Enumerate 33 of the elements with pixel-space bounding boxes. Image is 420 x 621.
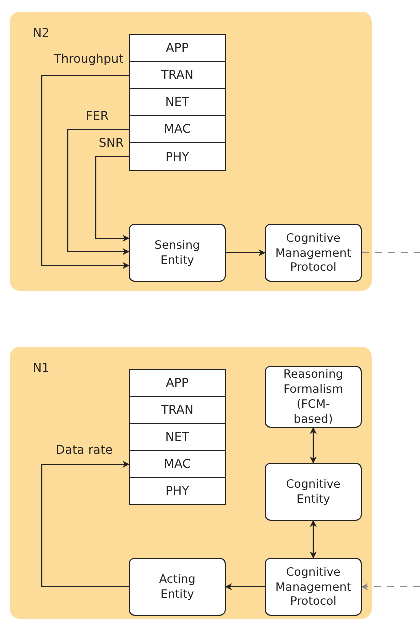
process-box: Cognitive Entity xyxy=(265,463,362,521)
process-box: Cognitive Management Protocol xyxy=(265,558,362,616)
protocol-layer: MAC xyxy=(129,450,226,478)
protocol-layer: NET xyxy=(129,88,226,116)
arrow xyxy=(361,584,420,590)
arrow xyxy=(310,427,317,464)
protocol-layer: TRAN xyxy=(129,396,226,424)
arrow xyxy=(41,74,130,270)
protocol-layer: APP xyxy=(129,34,226,62)
protocol-layer: TRAN xyxy=(129,61,226,89)
arrow xyxy=(95,156,130,242)
process-box: Cognitive Management Protocol xyxy=(265,224,362,282)
edge-label: Data rate xyxy=(54,443,115,457)
edge-label: Throughput xyxy=(52,52,126,66)
panel-title: N2 xyxy=(33,26,50,40)
process-box: Acting Entity xyxy=(129,558,226,616)
arrow xyxy=(225,584,265,590)
arrow xyxy=(226,250,266,256)
edge-label: SNR xyxy=(97,136,126,150)
process-box: Reasoning Formalism (FCM-based) xyxy=(265,366,362,428)
arrow xyxy=(41,461,130,588)
protocol-layer: MAC xyxy=(129,115,226,143)
protocol-layer: NET xyxy=(129,423,226,451)
protocol-layer: PHY xyxy=(129,142,226,171)
edge-label: FER xyxy=(84,109,111,123)
protocol-layer: APP xyxy=(129,369,226,397)
panel-title: N1 xyxy=(33,361,50,375)
node-panel xyxy=(10,12,372,291)
node-panel xyxy=(10,347,372,619)
process-box: Sensing Entity xyxy=(129,224,226,282)
protocol-layer: PHY xyxy=(129,477,226,505)
arrow xyxy=(310,520,317,559)
arrow xyxy=(67,128,130,256)
